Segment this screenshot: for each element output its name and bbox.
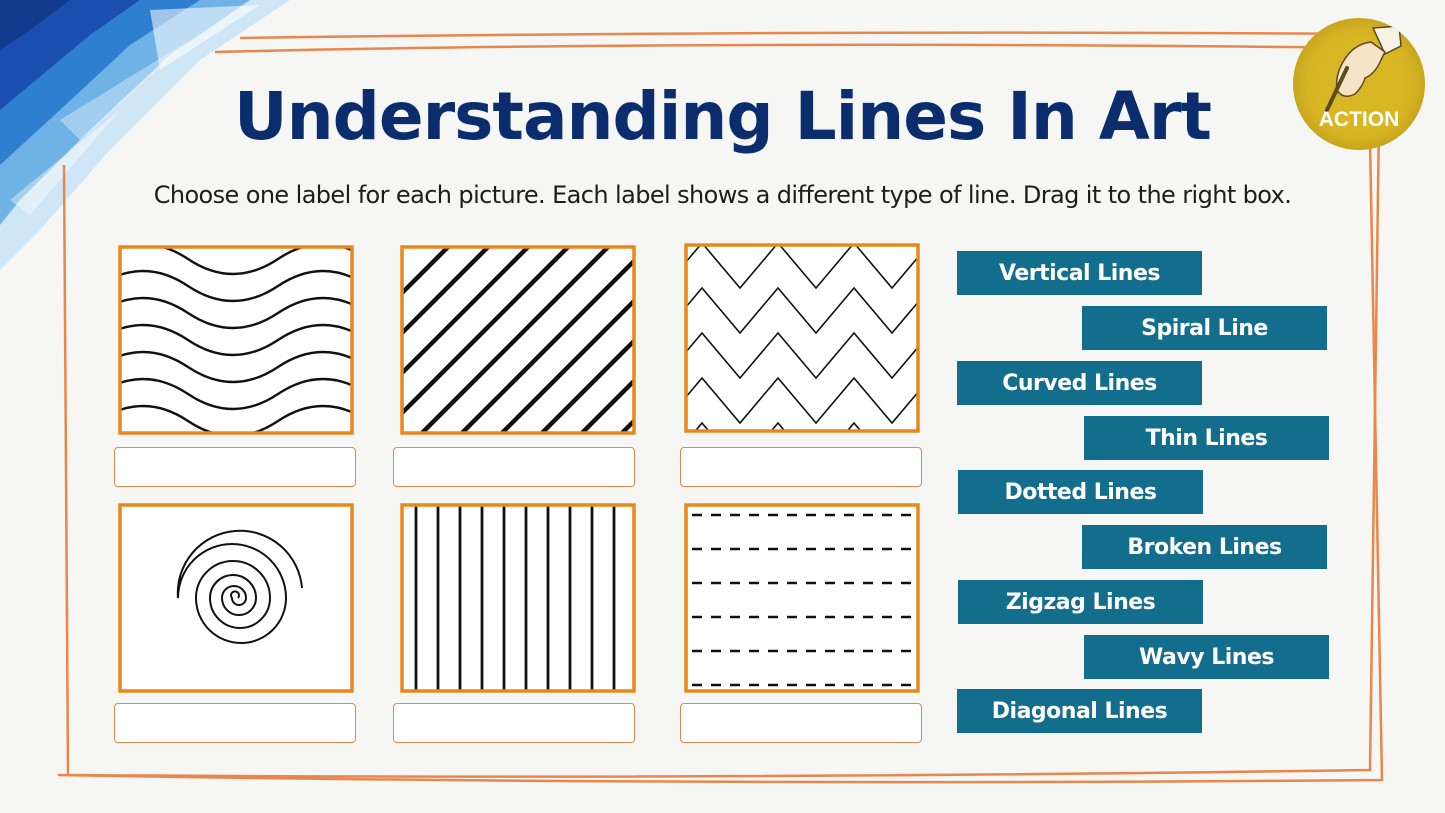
picture-wavy-lines [118,245,354,435]
label-curved-lines[interactable]: Curved Lines [957,361,1202,405]
label-vertical-lines[interactable]: Vertical Lines [957,251,1202,295]
action-badge: ACTION [1293,18,1425,150]
picture-zigzag-lines [684,243,920,433]
page-title: Understanding Lines In Art [234,78,1212,155]
picture-vertical-lines [400,503,636,693]
drop-box-5[interactable] [393,703,635,743]
label-broken-lines[interactable]: Broken Lines [1082,525,1327,569]
label-spiral-line[interactable]: Spiral Line [1082,306,1327,350]
drop-box-1[interactable] [114,447,356,487]
label-dotted-lines[interactable]: Dotted Lines [958,470,1203,514]
label-zigzag-lines[interactable]: Zigzag Lines [958,580,1203,624]
label-wavy-lines[interactable]: Wavy Lines [1084,635,1329,679]
label-diagonal-lines[interactable]: Diagonal Lines [957,689,1202,733]
label-thin-lines[interactable]: Thin Lines [1084,416,1329,460]
drop-box-4[interactable] [114,703,356,743]
picture-diagonal-lines [400,245,636,435]
picture-broken-lines [684,503,920,693]
drop-box-3[interactable] [680,447,922,487]
picture-spiral-line [118,503,354,693]
hand-pencil-icon [1323,25,1402,116]
badge-label: ACTION [1318,108,1400,131]
drop-box-6[interactable] [680,703,922,743]
instructions-text: Choose one label for each picture. Each … [153,181,1292,209]
drop-box-2[interactable] [393,447,635,487]
